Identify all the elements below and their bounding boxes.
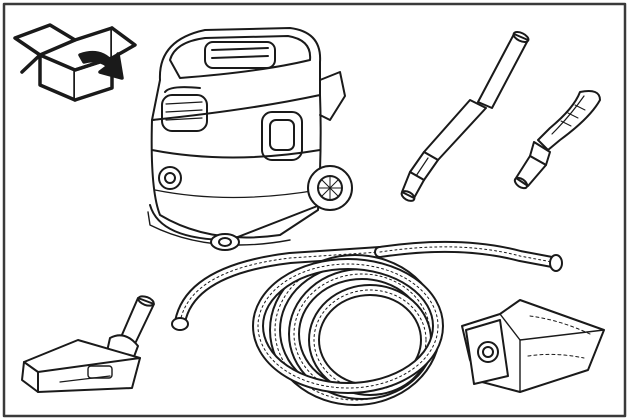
filter-bag-icon <box>461 299 605 393</box>
unpacking-box-icon <box>13 23 137 102</box>
extension-tubes-icon <box>400 31 530 202</box>
floor-nozzle-icon <box>21 295 155 393</box>
coiled-suction-hose-icon <box>171 240 563 406</box>
hose-elbow-handle-icon <box>513 90 601 190</box>
wet-dry-vacuum-icon <box>147 27 353 251</box>
